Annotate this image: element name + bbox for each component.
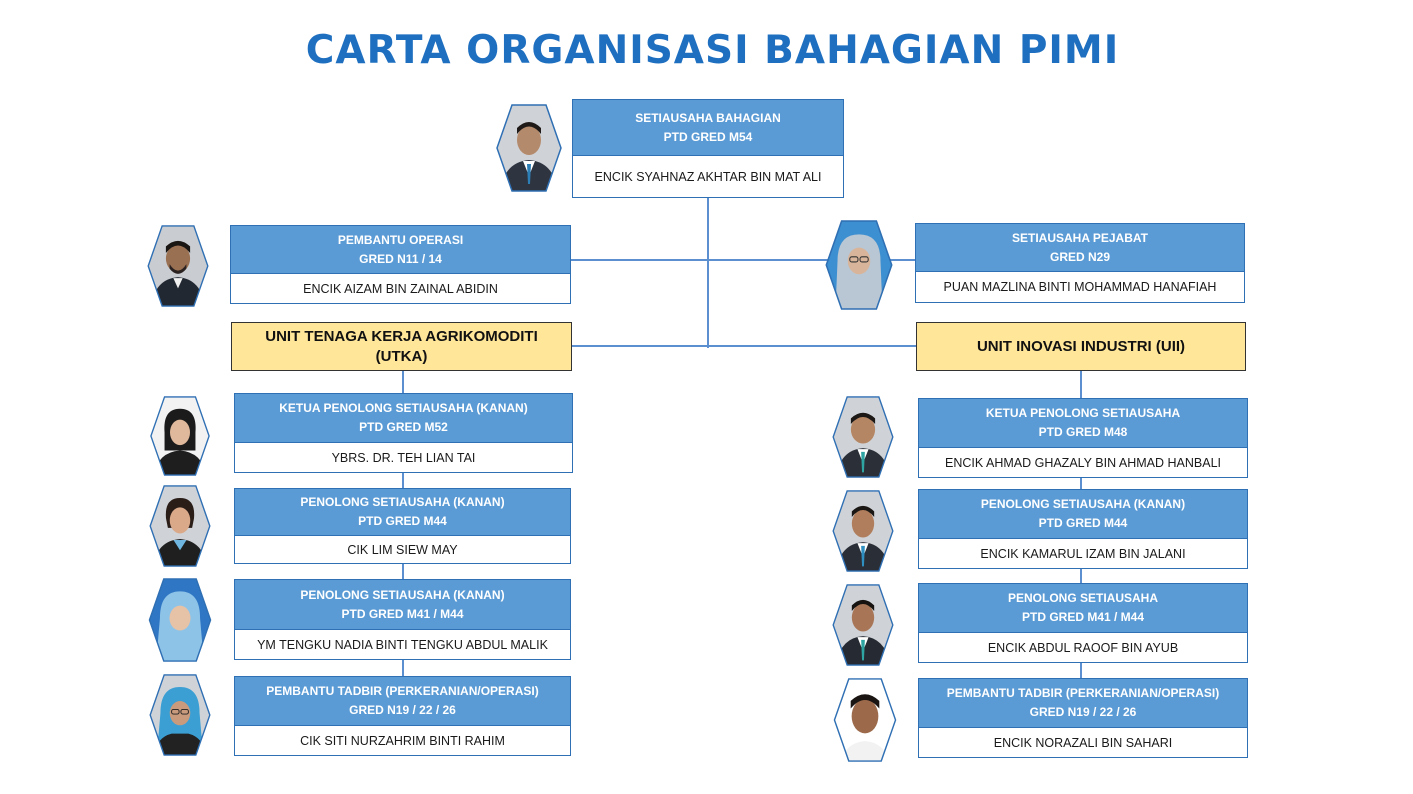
position-grade: PTD GRED M48 — [919, 423, 1247, 442]
unit-title: UNIT INOVASI INDUSTRI (UII) — [917, 337, 1245, 357]
position-title: PENOLONG SETIAUSAHA (KANAN) — [235, 493, 570, 512]
card-pembantu-operasi: PEMBANTU OPERASI GRED N11 / 14 ENCIK AIZ… — [230, 225, 571, 304]
avatar-photo — [830, 490, 896, 572]
unit-uii: UNIT INOVASI INDUSTRI (UII) — [916, 322, 1246, 371]
staff-name: ENCIK AIZAM BIN ZAINAL ABIDIN — [231, 274, 570, 303]
card-ketua-penolong-setiausaha-kanan: KETUA PENOLONG SETIAUSAHA (KANAN) PTD GR… — [234, 393, 573, 473]
card-penolong-setiausaha-kanan-2: PENOLONG SETIAUSAHA (KANAN) PTD GRED M41… — [234, 579, 571, 660]
avatar-photo — [147, 578, 213, 662]
position-grade: GRED N19 / 22 / 26 — [919, 703, 1247, 722]
staff-name: ENCIK SYAHNAZ AKHTAR BIN MAT ALI — [573, 156, 843, 197]
card-setiausaha-pejabat: SETIAUSAHA PEJABAT GRED N29 PUAN MAZLINA… — [915, 223, 1245, 303]
position-title: PENOLONG SETIAUSAHA (KANAN) — [919, 495, 1247, 514]
staff-name: YM TENGKU NADIA BINTI TENGKU ABDUL MALIK — [235, 630, 570, 659]
page-title: CARTA ORGANISASI BAHAGIAN PIMI — [0, 28, 1413, 73]
position-title: SETIAUSAHA BAHAGIAN — [573, 109, 843, 128]
card-pembantu-tadbir-uii: PEMBANTU TADBIR (PERKERANIAN/OPERASI) GR… — [918, 678, 1248, 758]
position-grade: PTD GRED M44 — [919, 514, 1247, 533]
staff-name: PUAN MAZLINA BINTI MOHAMMAD HANAFIAH — [916, 272, 1244, 302]
staff-name: YBRS. DR. TEH LIAN TAI — [235, 443, 572, 472]
position-grade: PTD GRED M54 — [573, 128, 843, 147]
position-grade: GRED N19 / 22 / 26 — [235, 701, 570, 720]
position-title: KETUA PENOLONG SETIAUSAHA (KANAN) — [235, 399, 572, 418]
card-pembantu-tadbir: PEMBANTU TADBIR (PERKERANIAN/OPERASI) GR… — [234, 676, 571, 756]
staff-name: ENCIK ABDUL RAOOF BIN AYUB — [919, 633, 1247, 662]
unit-utka: UNIT TENAGA KERJA AGRIKOMODITI (UTKA) — [231, 322, 572, 371]
position-grade: PTD GRED M44 — [235, 512, 570, 531]
staff-name: ENCIK AHMAD GHAZALY BIN AHMAD HANBALI — [919, 448, 1247, 477]
avatar-photo — [830, 584, 896, 666]
position-grade: PTD GRED M52 — [235, 418, 572, 437]
position-title: PEMBANTU OPERASI — [231, 231, 570, 250]
avatar-photo — [147, 225, 209, 307]
unit-abbreviation: (UTKA) — [232, 347, 571, 367]
position-title: PEMBANTU TADBIR (PERKERANIAN/OPERASI) — [919, 684, 1247, 703]
position-grade: GRED N29 — [916, 248, 1244, 267]
position-grade: PTD GRED M41 / M44 — [235, 605, 570, 624]
avatar-photo — [147, 485, 213, 567]
staff-name: CIK LIM SIEW MAY — [235, 536, 570, 563]
card-penolong-setiausaha-kanan: PENOLONG SETIAUSAHA (KANAN) PTD GRED M44… — [234, 488, 571, 564]
unit-title: UNIT TENAGA KERJA AGRIKOMODITI — [232, 327, 571, 347]
position-title: PENOLONG SETIAUSAHA — [919, 589, 1247, 608]
avatar-photo — [147, 674, 213, 756]
avatar-photo — [496, 104, 562, 192]
avatar-photo — [830, 396, 896, 478]
avatar-photo — [824, 220, 894, 310]
avatar-photo — [147, 396, 213, 476]
card-setiausaha-bahagian: SETIAUSAHA BAHAGIAN PTD GRED M54 ENCIK S… — [572, 99, 844, 198]
card-penolong-setiausaha-kanan-uii: PENOLONG SETIAUSAHA (KANAN) PTD GRED M44… — [918, 489, 1248, 569]
staff-name: ENCIK NORAZALI BIN SAHARI — [919, 728, 1247, 757]
position-title: PEMBANTU TADBIR (PERKERANIAN/OPERASI) — [235, 682, 570, 701]
position-title: KETUA PENOLONG SETIAUSAHA — [919, 404, 1247, 423]
staff-name: ENCIK KAMARUL IZAM BIN JALANI — [919, 539, 1247, 568]
position-grade: GRED N11 / 14 — [231, 250, 570, 269]
position-title: PENOLONG SETIAUSAHA (KANAN) — [235, 586, 570, 605]
card-ketua-penolong-setiausaha: KETUA PENOLONG SETIAUSAHA PTD GRED M48 E… — [918, 398, 1248, 478]
position-title: SETIAUSAHA PEJABAT — [916, 229, 1244, 248]
avatar-photo — [830, 678, 900, 762]
card-penolong-setiausaha: PENOLONG SETIAUSAHA PTD GRED M41 / M44 E… — [918, 583, 1248, 663]
position-grade: PTD GRED M41 / M44 — [919, 608, 1247, 627]
staff-name: CIK SITI NURZAHRIM BINTI RAHIM — [235, 726, 570, 755]
